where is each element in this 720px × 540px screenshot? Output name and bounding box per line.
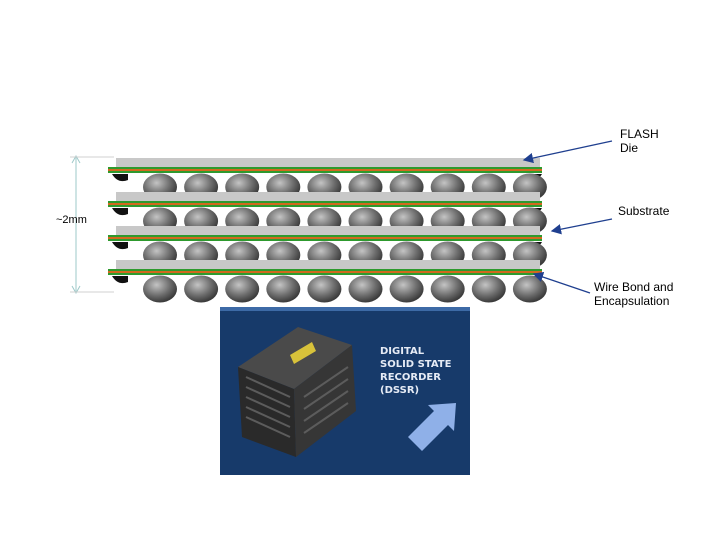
solder-ball xyxy=(225,275,260,303)
dssr-caption: DIGITAL SOLID STATE RECORDER (DSSR) xyxy=(380,345,466,397)
wire-bond-left xyxy=(112,242,128,250)
wire-bond-label: Wire Bond and Encapsulation xyxy=(594,280,673,308)
wire-bond-arrow xyxy=(532,271,591,294)
flash-die xyxy=(116,158,540,167)
dssr-caption-line: RECORDER xyxy=(380,372,441,383)
solder-ball xyxy=(348,275,383,303)
dssr-caption-line: DIGITAL xyxy=(380,346,425,357)
solder-ball xyxy=(471,275,506,303)
wire-bond-left xyxy=(112,276,128,284)
substrate xyxy=(108,235,542,237)
wire-bond-left xyxy=(112,174,128,182)
flash-die xyxy=(116,226,540,235)
flash-die-label-line1: FLASH xyxy=(620,127,659,141)
stack-layers xyxy=(108,158,547,303)
height-label: ~2mm xyxy=(56,214,87,226)
substrate xyxy=(108,205,542,207)
substrate xyxy=(108,201,542,203)
substrate xyxy=(108,203,542,205)
substrate xyxy=(108,171,542,173)
height-dimension xyxy=(70,154,114,295)
solder-ball xyxy=(307,275,342,303)
flash-die-label: FLASH Die xyxy=(620,127,659,155)
wire-bond-label-line1: Wire Bond and xyxy=(594,280,674,294)
dssr-caption-line: (DSSR) xyxy=(380,385,420,396)
flash-die xyxy=(116,192,540,201)
flash-die-arrow xyxy=(522,140,613,164)
solder-ball xyxy=(184,275,219,303)
dssr-photo: DIGITAL SOLID STATE RECORDER (DSSR) xyxy=(220,307,470,475)
wire-bond-label-line2: Encapsulation xyxy=(594,294,670,308)
substrate-arrow xyxy=(550,218,613,235)
solder-ball xyxy=(389,275,424,303)
substrate xyxy=(108,167,542,169)
flash-die-label-line2: Die xyxy=(620,141,639,155)
solder-ball xyxy=(512,275,547,303)
substrate xyxy=(108,169,542,171)
substrate xyxy=(108,237,542,239)
solder-ball xyxy=(143,275,177,303)
dssr-caption-line: SOLID STATE xyxy=(380,359,452,370)
flash-die xyxy=(116,260,540,269)
solder-ball xyxy=(430,275,465,303)
substrate-label: Substrate xyxy=(618,204,670,218)
substrate xyxy=(108,271,542,273)
dssr-device-image xyxy=(220,307,470,475)
wire-bond-left xyxy=(112,208,128,216)
solder-ball xyxy=(266,275,301,303)
substrate xyxy=(108,239,542,241)
substrate xyxy=(108,269,542,271)
substrate xyxy=(108,273,542,275)
